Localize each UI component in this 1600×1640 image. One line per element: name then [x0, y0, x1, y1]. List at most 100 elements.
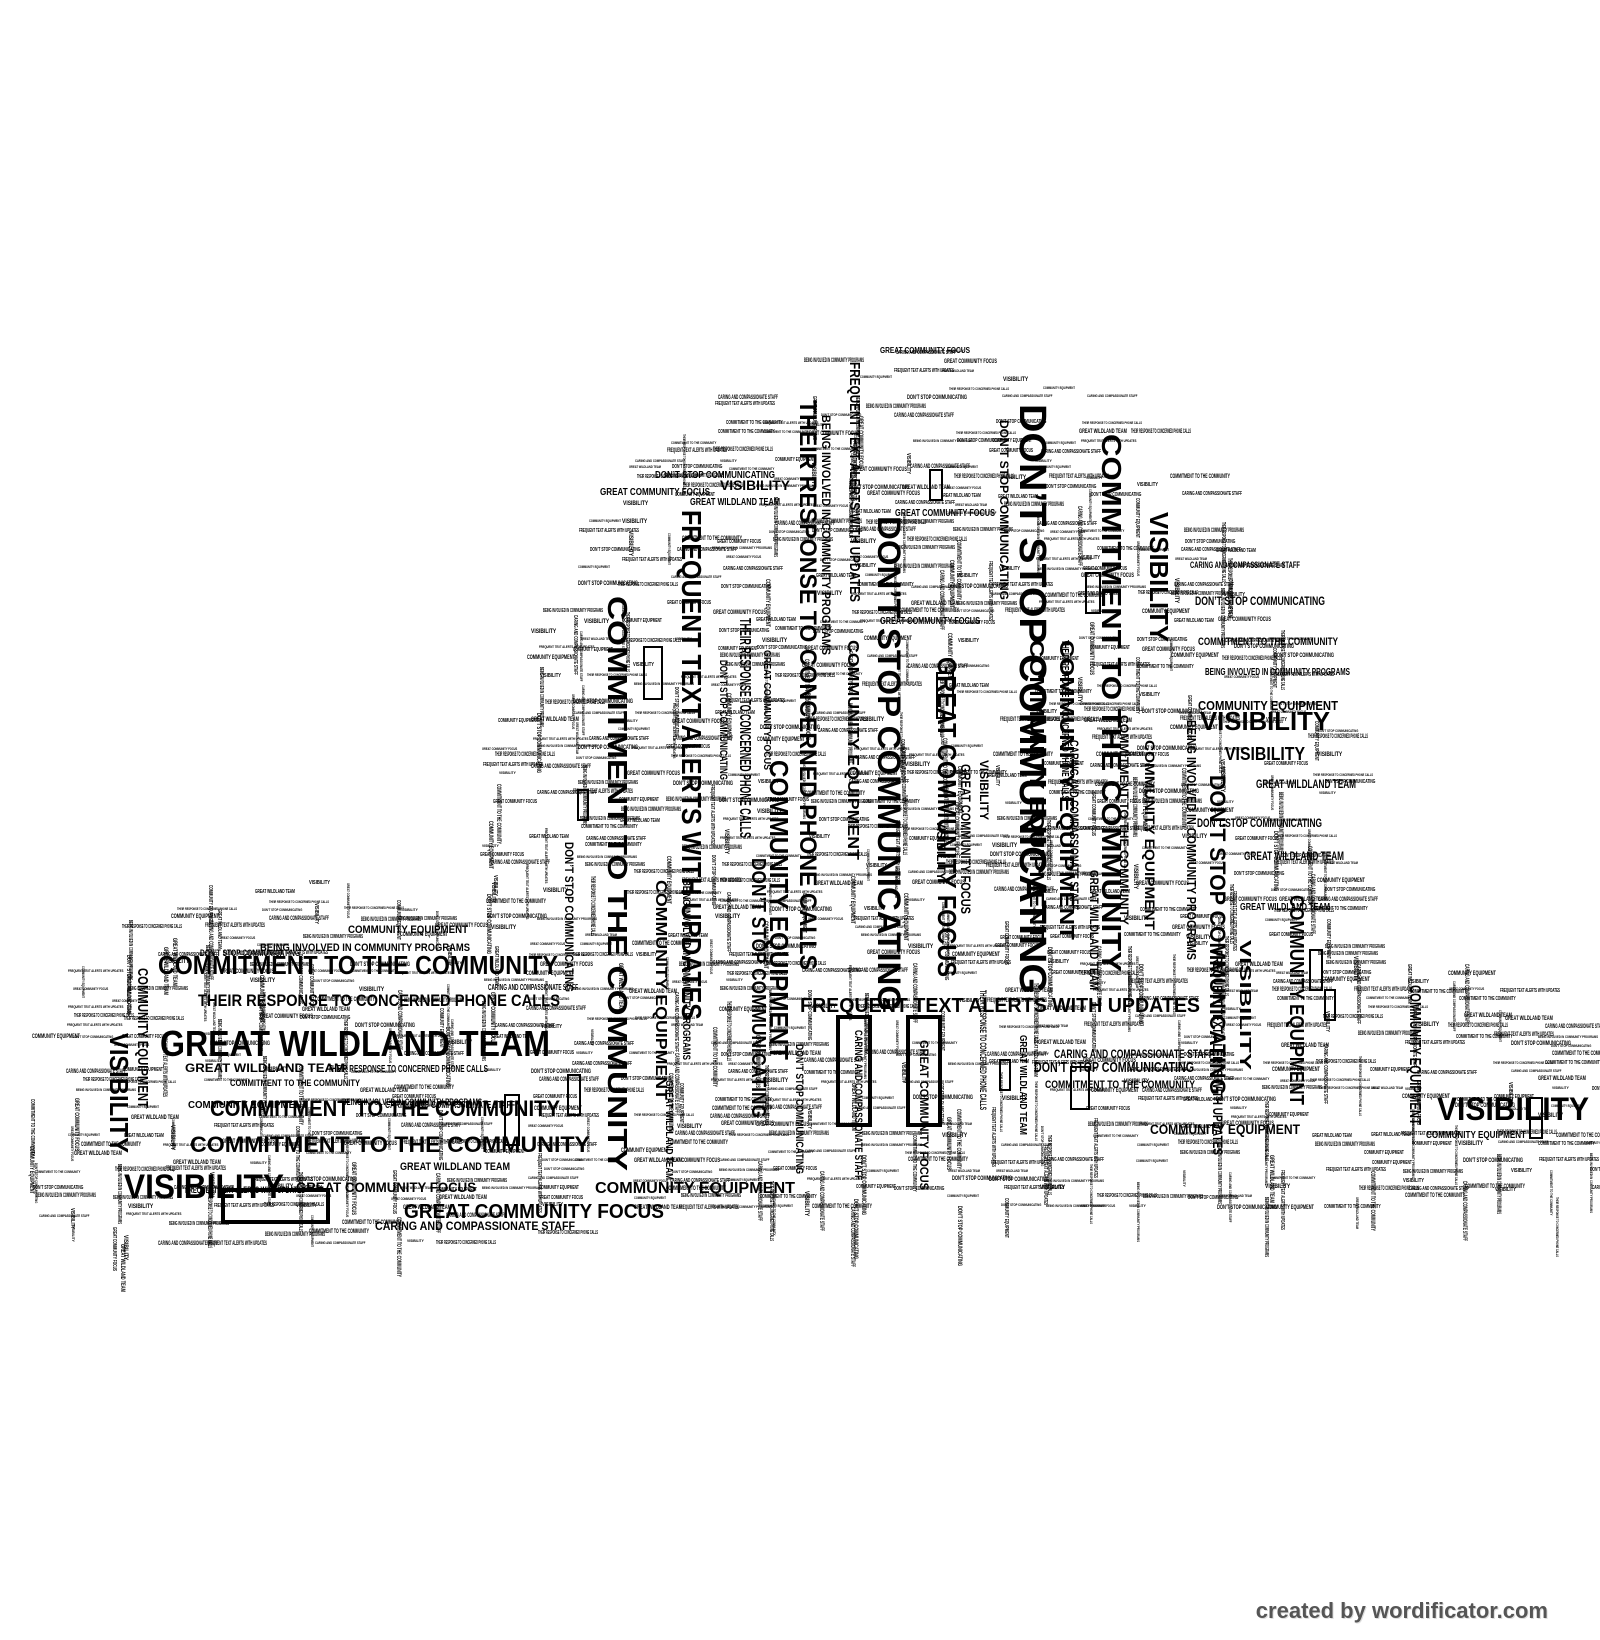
cloud-word-commitment: COMMITMENT TO THE COMMUNITY [946, 911, 951, 957]
cloud-word-commitment: COMMITMENT TO THE COMMUNITY [306, 1150, 352, 1155]
cloud-word-being-involved: BEING INVOLVED IN COMMUNITY PROGRAMS [1277, 792, 1283, 852]
cloud-word-being-involved: BEING INVOLVED IN COMMUNITY PROGRAMS [250, 962, 310, 968]
cloud-word-great-focus: GREAT COMMUNITY FOCUS [627, 771, 680, 777]
cloud-word-visibility: VISIBILITY [803, 1191, 809, 1216]
cloud-word-commitment: COMMITMENT TO THE COMMUNITY [941, 902, 946, 948]
cloud-word-being-involved: BEING INVOLVED IN COMMUNITY PROGRAMS [1358, 1031, 1418, 1037]
cloud-word-being-involved: BEING INVOLVED IN COMMUNITY PROGRAMS [719, 1167, 779, 1172]
cloud-word-great-wildland: GREAT WILDLAND TEAM [1235, 962, 1283, 968]
cloud-word-great-focus: GREAT COMMUNITY FOCUS [1264, 761, 1309, 767]
cloud-word-visibility: VISIBILITY [1079, 555, 1101, 561]
cloud-word-commitment: COMMITMENT TO THE COMMUNITY [908, 1157, 968, 1163]
cloud-word-commitment: COMMITMENT TO THE COMMUNITY [712, 1106, 772, 1112]
cloud-word-their-response: THEIR RESPONSE TO CONCERNED PHONE CALLS [297, 1172, 303, 1232]
cloud-word-commitment: COMMITMENT TO THE COMMUNITY [900, 747, 906, 804]
cloud-word-visibility: VISIBILITY [947, 348, 964, 353]
cloud-word-great-wildland: GREAT WILDLAND TEAM [1312, 1133, 1352, 1139]
cloud-word-visibility: VISIBILITY [1225, 744, 1305, 764]
cloud-word-great-focus: GREAT COMMUNITY FOCUS [346, 883, 351, 918]
cloud-word-great-wildland: GREAT WILDLAND TEAM [940, 721, 945, 753]
cloud-word-community-equipment: COMMUNITY EQUIPMENT [539, 1185, 579, 1191]
cloud-word-frequent-text: FREQUENT TEXT ALERTS WITH UPDATES [723, 816, 779, 821]
cloud-word-dont-stop: DON’T STOP COMMUNICATING [655, 470, 775, 481]
cloud-word-caring: CARING AND COMPASSIONATE STAFF [401, 1123, 461, 1129]
cloud-word-being-involved: BEING INVOLVED IN COMMUNITY PROGRAMS [948, 1061, 1008, 1066]
cloud-word-caring: CARING AND COMPASSIONATE STAFF [1174, 1076, 1234, 1082]
cloud-word-great-wildland: GREAT WILDLAND TEAM [162, 947, 168, 995]
cloud-word-caring: CARING AND COMPASSIONATE STAFF [1076, 506, 1082, 566]
cloud-word-commitment: COMMITMENT TO THE COMMUNITY [1405, 1193, 1465, 1199]
cloud-word-community-equipment: COMMUNITY EQUIPMENT [902, 893, 908, 941]
cloud-word-great-wildland: GREAT WILDLAND TEAM [815, 881, 863, 887]
cloud-word-commitment: COMMITMENT TO THE COMMUNITY [1045, 593, 1105, 599]
cloud-word-their-response: THEIR RESPONSE TO CONCERNED PHONE CALLS [342, 1019, 348, 1079]
cloud-outline-box [504, 1094, 520, 1146]
cloud-word-great-focus: GREAT COMMUNITY FOCUS [672, 979, 707, 984]
cloud-word-visibility: VISIBILITY [959, 998, 981, 1004]
cloud-word-commitment: COMMITMENT TO THE COMMUNITY [294, 1126, 300, 1183]
cloud-word-dont-stop: DON’T STOP COMMUNICATING [297, 1177, 357, 1183]
cloud-word-commitment: COMMITMENT TO THE COMMUNITY [1097, 546, 1154, 552]
cloud-word-visibility: VISIBILITY [622, 519, 647, 525]
cloud-word-great-focus: GREAT COMMUNITY FOCUS [717, 539, 762, 545]
cloud-word-commitment: COMMITMENT TO THE COMMUNITY [309, 1229, 369, 1235]
cloud-word-commitment: COMMITMENT TO THE COMMUNITY [230, 1078, 360, 1088]
cloud-word-caring: CARING AND COMPASSIONATE STAFF [1190, 560, 1300, 570]
cloud-word-their-response: THEIR RESPONSE TO CONCERNED PHONE CALLS [713, 447, 773, 453]
cloud-word-dont-stop: DON’T STOP COMMUNICATING [297, 954, 303, 1004]
cloud-word-commitment: COMMITMENT TO THE COMMUNITY [1088, 816, 1134, 821]
cloud-word-great-wildland: GREAT WILDLAND TEAM [1326, 860, 1358, 865]
cloud-word-visibility: VISIBILITY [1317, 752, 1342, 758]
cloud-word-great-wildland: GREAT WILDLAND TEAM [185, 1061, 345, 1075]
cloud-word-being-involved: BEING INVOLVED IN COMMUNITY PROGRAMS [894, 806, 954, 811]
cloud-word-being-involved: BEING INVOLVED IN COMMUNITY PROGRAMS [773, 537, 833, 543]
cloud-word-commitment: COMMITMENT TO THE COMMUNITY [1096, 434, 1127, 972]
cloud-word-visibility: VISIBILITY [542, 1202, 564, 1208]
cloud-word-their-response: THEIR RESPONSE TO CONCERNED PHONE CALLS [1123, 812, 1128, 872]
cloud-word-frequent-text: FREQUENT TEXT ALERTS WITH UPDATES [759, 502, 815, 507]
cloud-word-community-equipment: COMMUNITY EQUIPMENT [127, 1104, 159, 1109]
cloud-word-community-equipment: COMMUNITY EQUIPMENT [1134, 498, 1140, 538]
cloud-word-great-wildland: GREAT WILDLAND TEAM [756, 617, 796, 623]
cloud-word-frequent-text: FREQUENT TEXT ALERTS WITH UPDATES [711, 1077, 767, 1082]
cloud-word-commitment: COMMITMENT TO THE COMMUNITY [1545, 1060, 1600, 1066]
cloud-word-caring: CARING AND COMPASSIONATE STAFF [1087, 393, 1138, 398]
cloud-word-great-focus: GREAT COMMUNITY FOCUS [1226, 1022, 1261, 1027]
cloud-word-their-response: THEIR RESPONSE TO CONCERNED PHONE CALLS [1279, 630, 1285, 690]
cloud-word-visibility: VISIBILITY [263, 1067, 288, 1073]
cloud-word-commitment: COMMITMENT TO THE COMMUNITY [729, 466, 775, 471]
cloud-word-being-involved: BEING INVOLVED IN COMMUNITY PROGRAMS [769, 1131, 829, 1137]
cloud-word-visibility: VISIBILITY [1219, 759, 1225, 781]
cloud-word-great-wildland: GREAT WILDLAND TEAM [1279, 897, 1327, 903]
cloud-word-their-response: THEIR RESPONSE TO CONCERNED PHONE CALLS [727, 971, 787, 977]
cloud-word-being-involved: BEING INVOLVED IN COMMUNITY PROGRAMS [1184, 720, 1199, 960]
cloud-word-frequent-text: FREQUENT TEXT ALERTS WITH UPDATES [1080, 961, 1136, 966]
cloud-word-frequent-text: FREQUENT TEXT ALERTS WITH UPDATES [1221, 983, 1226, 1039]
cloud-word-dont-stop: DON’T STOP COMMUNICATING [1137, 637, 1187, 643]
cloud-word-visibility: VISIBILITY [1187, 941, 1209, 947]
cloud-word-visibility: VISIBILITY [541, 1024, 563, 1030]
cloud-word-caring: CARING AND COMPASSIONATE STAFF [635, 458, 686, 463]
cloud-word-visibility: VISIBILITY [1001, 475, 1026, 481]
cloud-word-their-response: THEIR RESPONSE TO CONCERNED PHONE CALLS [1172, 954, 1177, 1014]
cloud-word-their-response: THEIR RESPONSE TO CONCERNED PHONE CALLS [763, 1065, 769, 1125]
cloud-word-their-response: THEIR RESPONSE TO CONCERNED PHONE CALLS [495, 752, 555, 758]
credit-watermark[interactable]: created by wordificator.com [1255, 1598, 1548, 1623]
cloud-word-commitment: COMMITMENT TO THE COMMUNITY [1324, 1204, 1381, 1210]
cloud-word-dont-stop: DON’T STOP COMMUNICATING [1011, 404, 1053, 994]
cloud-word-great-focus: GREAT COMMUNITY FOCUS [70, 1126, 75, 1161]
cloud-word-being-involved: BEING INVOLVED IN COMMUNITY PROGRAMS [862, 1131, 922, 1137]
cloud-word-being-involved: BEING INVOLVED IN COMMUNITY PROGRAMS [397, 916, 457, 922]
cloud-word-visibility: VISIBILITY [994, 765, 1000, 787]
cloud-word-caring: CARING AND COMPASSIONATE STAFF [946, 510, 997, 515]
cloud-word-community-equipment: COMMUNITY EQUIPMENT [438, 1008, 444, 1048]
cloud-word-commitment: COMMITMENT TO THE COMMUNITY [602, 596, 633, 1171]
cloud-word-great-wildland: GREAT WILDLAND TEAM [1084, 718, 1132, 724]
cloud-word-great-wildland: GREAT WILDLAND TEAM [1038, 1006, 1086, 1012]
cloud-word-commitment: COMMITMENT TO THE COMMUNITY [711, 1027, 717, 1087]
cloud-word-community-equipment: COMMUNITY EQUIPMENT [1584, 1140, 1600, 1145]
cloud-word-dont-stop: DON’T STOP COMMUNICATING [1272, 831, 1278, 891]
cloud-word-being-involved: BEING INVOLVED IN COMMUNITY PROGRAMS [769, 1042, 829, 1048]
cloud-word-dont-stop: DON’T STOP COMMUNICATING [444, 1027, 450, 1087]
cloud-word-visibility: VISIBILITY [855, 504, 860, 521]
